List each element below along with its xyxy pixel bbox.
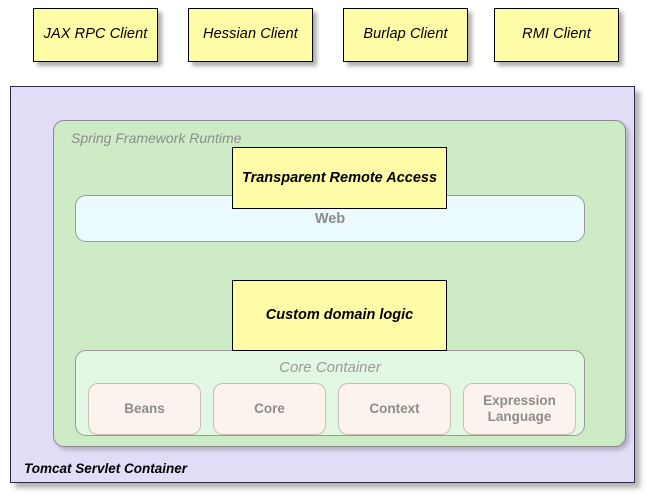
core-module-label: Beans [124, 401, 165, 417]
highlight-label: Transparent Remote Access [241, 169, 438, 186]
spring-framework-runtime-label: Spring Framework Runtime [71, 130, 242, 146]
core-module-beans[interactable]: Beans [88, 383, 201, 435]
core-module-label: Core [254, 401, 285, 417]
core-module-expression-language[interactable]: Expression Language [463, 383, 576, 435]
tomcat-servlet-container-label: Tomcat Servlet Container [24, 461, 188, 476]
client-label: Hessian Client [203, 26, 298, 43]
core-module-label: Expression Language [483, 393, 556, 424]
core-container: Core Container Beans Core Context Expres… [75, 350, 585, 436]
highlight-label: Custom domain logic [265, 307, 414, 324]
client-label: RMI Client [522, 26, 591, 43]
client-box-rmi[interactable]: RMI Client [494, 8, 619, 62]
core-module-core[interactable]: Core [213, 383, 326, 435]
client-label: JAX RPC Client [43, 26, 148, 43]
client-label: Burlap Client [363, 26, 448, 43]
client-box-hessian[interactable]: Hessian Client [188, 8, 313, 62]
client-box-burlap[interactable]: Burlap Client [343, 8, 468, 62]
highlight-custom-domain-logic[interactable]: Custom domain logic [232, 280, 447, 351]
core-module-context[interactable]: Context [338, 383, 451, 435]
tomcat-servlet-container: Spring Framework Runtime Web Core Contai… [10, 86, 635, 483]
web-label: Web [314, 210, 346, 227]
spring-framework-runtime-panel: Spring Framework Runtime Web Core Contai… [53, 120, 626, 447]
highlight-transparent-remote-access[interactable]: Transparent Remote Access [232, 147, 447, 209]
core-module-label: Context [369, 401, 420, 417]
client-box-jax-rpc[interactable]: JAX RPC Client [33, 8, 158, 62]
core-container-label: Core Container [279, 359, 381, 376]
